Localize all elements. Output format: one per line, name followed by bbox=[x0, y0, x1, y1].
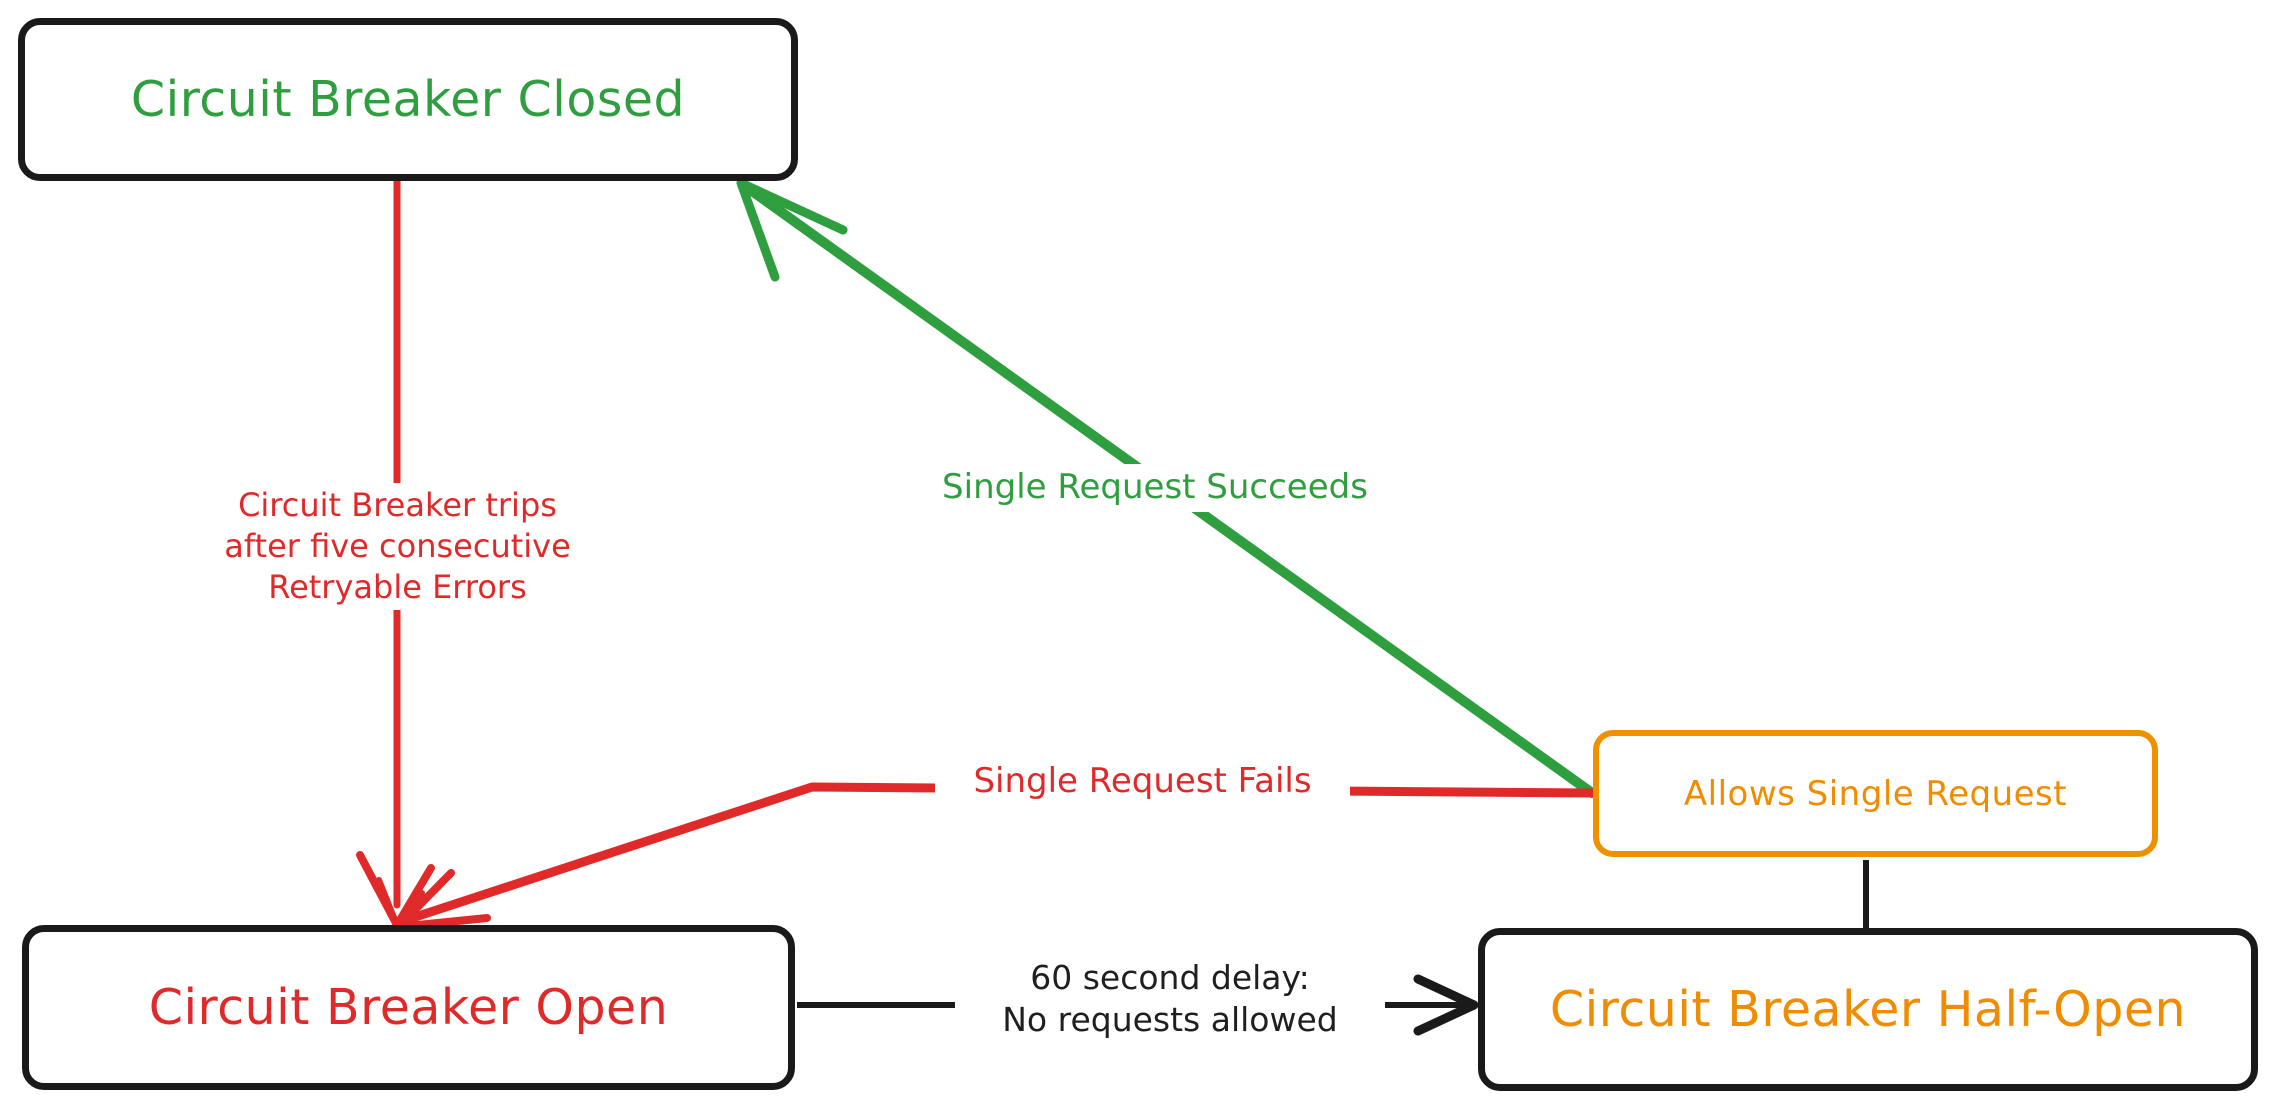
edge-label-60-second-delay: 60 second delay: No requests allowed bbox=[955, 955, 1385, 1044]
node-allows-single-request[interactable]: Allows Single Request bbox=[1593, 730, 2158, 857]
edge-label-single-request-fails: Single Request Fails bbox=[935, 758, 1350, 806]
edge-label-circuit-breaker-trips: Circuit Breaker trips after five consecu… bbox=[185, 483, 610, 610]
node-label-circuit-breaker-half-open: Circuit Breaker Half-Open bbox=[1549, 981, 2187, 1038]
node-label-circuit-breaker-closed: Circuit Breaker Closed bbox=[130, 71, 686, 128]
edge-allows-to-open bbox=[394, 782, 1597, 931]
node-label-circuit-breaker-open: Circuit Breaker Open bbox=[148, 979, 669, 1036]
node-label-allows-single-request: Allows Single Request bbox=[1683, 773, 2068, 814]
node-circuit-breaker-half-open[interactable]: Circuit Breaker Half-Open bbox=[1478, 928, 2258, 1091]
node-circuit-breaker-open[interactable]: Circuit Breaker Open bbox=[22, 925, 795, 1090]
node-circuit-breaker-closed[interactable]: Circuit Breaker Closed bbox=[18, 18, 798, 181]
edge-label-single-request-succeeds: Single Request Succeeds bbox=[910, 464, 1400, 512]
